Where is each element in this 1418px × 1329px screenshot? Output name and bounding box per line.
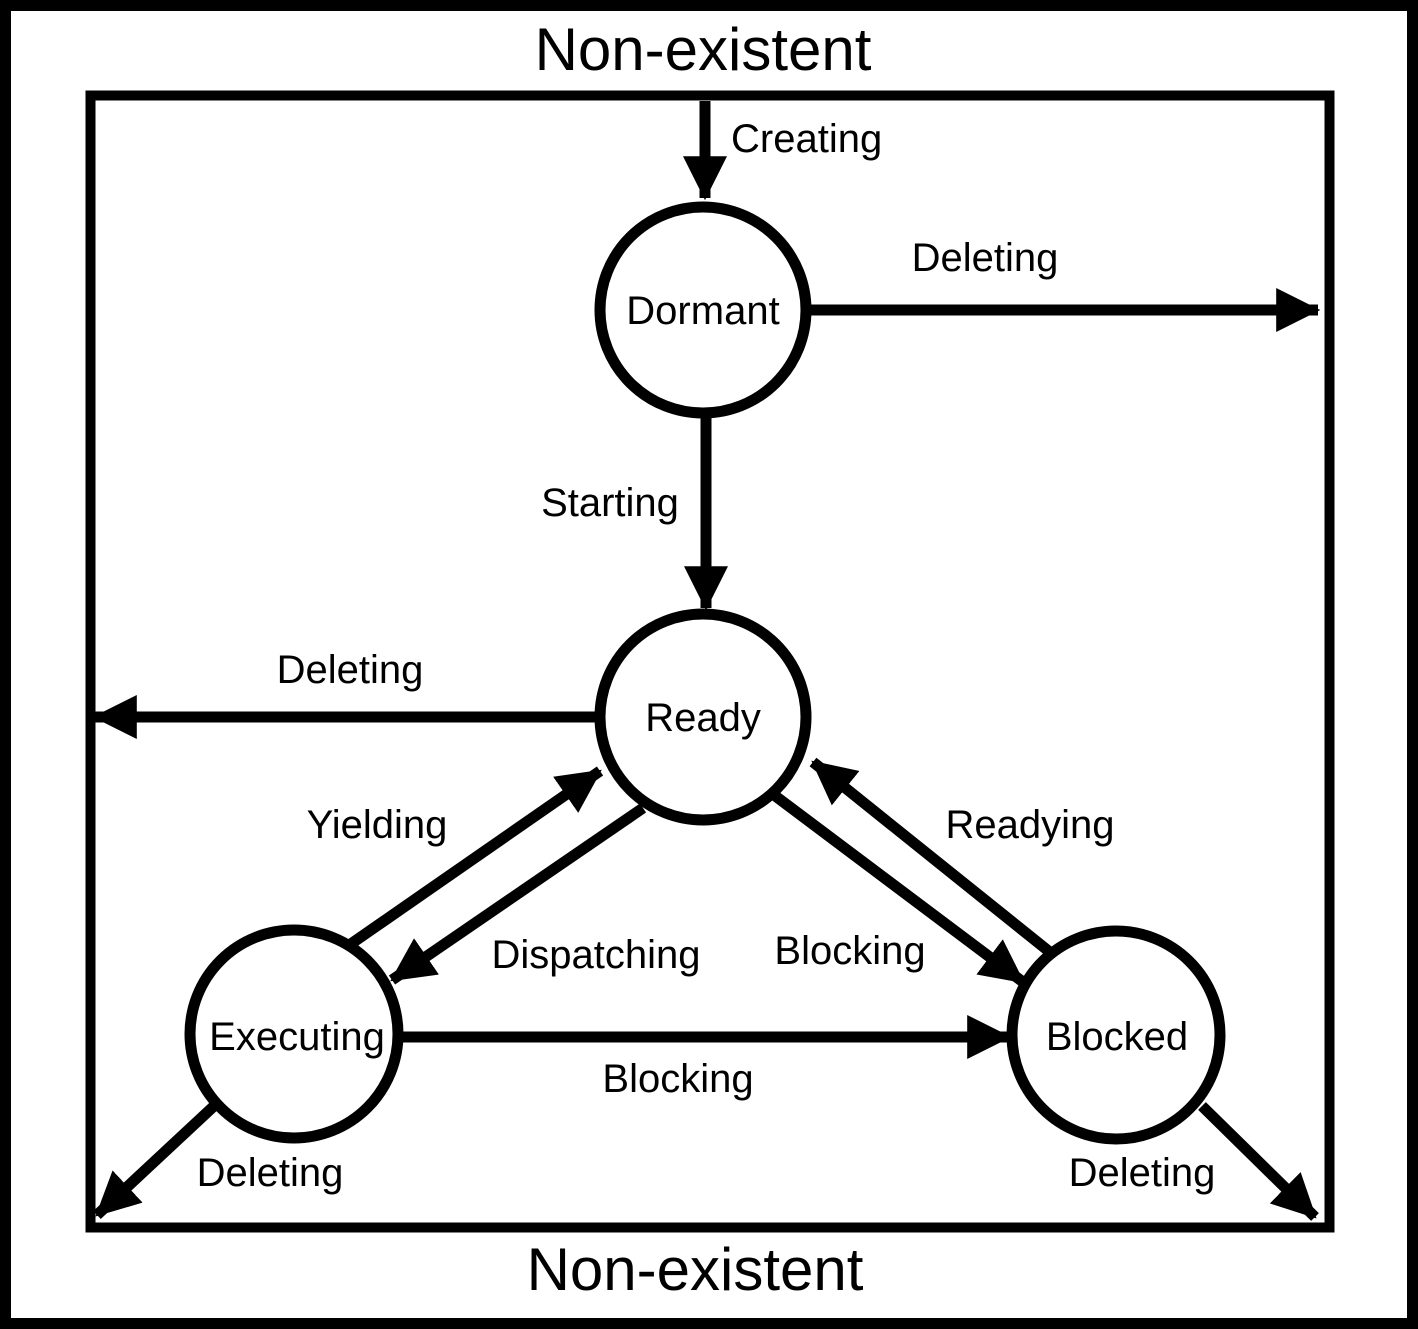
edge-dispatching-arrow <box>388 803 647 985</box>
edge-blocking-ready-arrow <box>770 790 1027 987</box>
edge-yielding-arrow <box>341 766 604 953</box>
edge-deleting-ready-label: Deleting <box>277 648 424 692</box>
state-ready-label: Ready <box>645 696 761 740</box>
state-executing-circle <box>184 924 404 1144</box>
edge-dispatching-label: Dispatching <box>491 933 700 977</box>
non-existent-label-top: Non-existent <box>535 16 872 83</box>
edge-deleting-dormant-label: Deleting <box>912 236 1059 280</box>
state-blocked-label: Blocked <box>1046 1015 1188 1059</box>
non-existent-label-bottom: Non-existent <box>527 1236 864 1303</box>
edge-blocking-executing-label: Blocking <box>602 1057 753 1101</box>
edge-yielding-label: Yielding <box>307 803 448 847</box>
edge-deleting-executing-label: Deleting <box>197 1151 344 1195</box>
state-executing-label: Executing <box>209 1015 385 1059</box>
edge-readying-arrow <box>809 757 1055 958</box>
edge-deleting-blocked-arrow <box>1198 1102 1319 1221</box>
edge-creating-label: Creating <box>731 117 882 161</box>
inner-boundary-box <box>85 90 1335 1233</box>
edge-readying-label: Readying <box>945 803 1114 847</box>
state-dormant-label: Dormant <box>626 289 779 333</box>
edge-starting-label: Starting <box>541 481 679 525</box>
state-ready-circle <box>594 608 812 826</box>
edge-blocking-ready-label: Blocking <box>774 929 925 973</box>
edge-deleting-blocked-label: Deleting <box>1069 1151 1216 1195</box>
state-blocked-circle <box>1006 925 1226 1145</box>
state-dormant-circle <box>594 201 812 419</box>
edge-deleting-executing-arrow <box>93 1101 218 1220</box>
